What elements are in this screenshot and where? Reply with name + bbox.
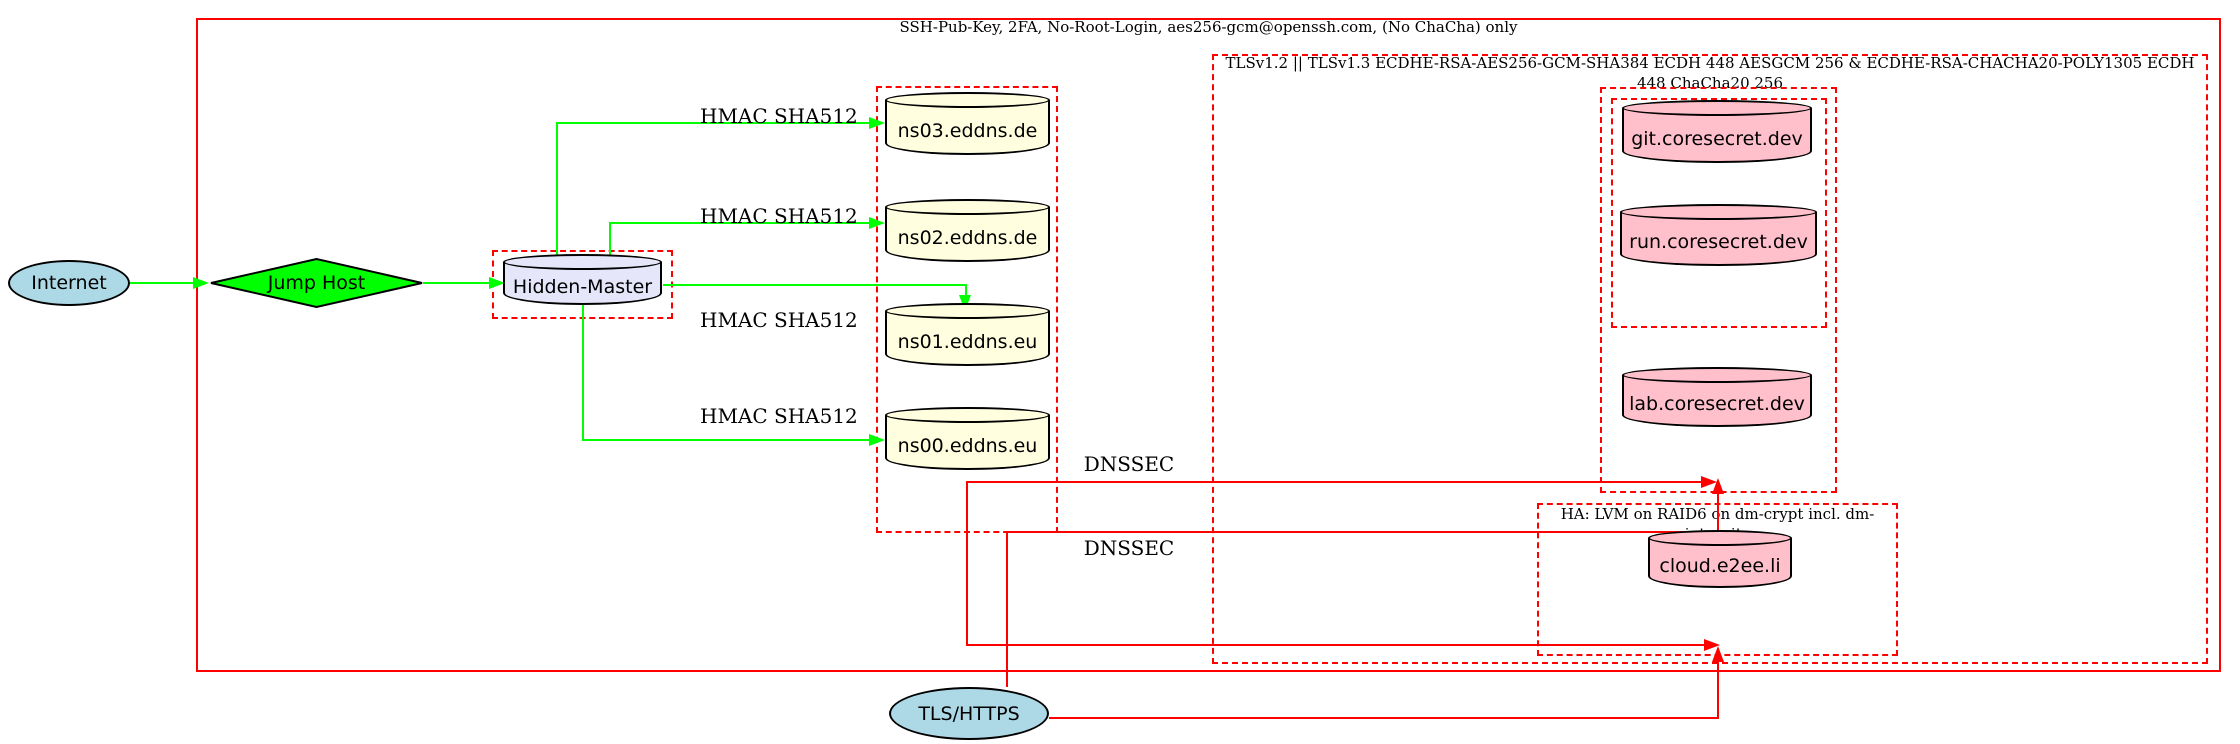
cluster-ssh-label: SSH-Pub-Key, 2FA, No-Root-Login, aes256-… bbox=[899, 18, 1518, 36]
cluster-ssh: SSH-Pub-Key, 2FA, No-Root-Login, aes256-… bbox=[196, 18, 2221, 672]
edge-label-hmac-ns01: HMAC SHA512 bbox=[700, 308, 858, 332]
edge-tls-lab-v1 bbox=[1006, 532, 1008, 687]
node-git: git.coresecret.dev bbox=[1622, 100, 1812, 163]
edge-hiddenmaster-ns02-h bbox=[609, 222, 870, 224]
node-ns00: ns00.eddns.eu bbox=[885, 407, 1050, 470]
edge-label-dnssec-top: DNSSEC bbox=[1083, 452, 1175, 476]
node-tls-https: TLS/HTTPS bbox=[889, 687, 1049, 740]
node-run: run.coresecret.dev bbox=[1620, 204, 1817, 266]
cluster-tls: TLSv1.2 || TLSv1.3 ECDHE-RSA-AES256-GCM-… bbox=[1212, 54, 2208, 664]
edge-hiddenmaster-ns01-h bbox=[663, 284, 967, 286]
node-ns02-label: ns02.eddns.de bbox=[897, 226, 1038, 249]
arrowhead-ns03 bbox=[869, 117, 885, 129]
node-cloud: cloud.e2ee.li bbox=[1648, 530, 1792, 588]
edge-dnssec-lab-h bbox=[966, 481, 1702, 483]
arrowhead-internet-jumphost bbox=[193, 277, 209, 289]
diamond-shape bbox=[210, 258, 423, 308]
edge-label-dnssec-bottom: DNSSEC bbox=[1083, 536, 1175, 560]
node-hidden-master: Hidden-Master bbox=[503, 254, 662, 305]
node-internet: Internet bbox=[8, 260, 130, 306]
edge-hiddenmaster-ns01-v bbox=[965, 284, 967, 296]
edge-tls-ha-v bbox=[1717, 662, 1719, 719]
node-git-label: git.coresecret.dev bbox=[1631, 127, 1803, 150]
edge-label-hmac-ns02: HMAC SHA512 bbox=[700, 204, 858, 228]
node-ns00-label: ns00.eddns.eu bbox=[897, 434, 1038, 457]
node-internet-label: Internet bbox=[31, 272, 107, 294]
node-run-label: run.coresecret.dev bbox=[1629, 231, 1808, 253]
arrowhead-ns02 bbox=[869, 217, 885, 229]
arrowhead-tls-lab bbox=[1712, 478, 1724, 494]
edge-hiddenmaster-ns00-v bbox=[582, 305, 584, 440]
edge-label-hmac-ns00: HMAC SHA512 bbox=[700, 404, 858, 428]
arrowhead-jumphost-hiddenmaster bbox=[489, 277, 505, 289]
arrowhead-tls-ha bbox=[1712, 646, 1724, 662]
edge-hiddenmaster-ns00-h bbox=[582, 439, 870, 441]
edge-internet-jumphost bbox=[130, 282, 194, 284]
node-jump-host: Jump Host bbox=[210, 258, 423, 308]
node-ns01: ns01.eddns.eu bbox=[885, 303, 1050, 366]
node-jump-host-label: Jump Host bbox=[267, 272, 366, 294]
edge-hiddenmaster-ns03-v bbox=[556, 122, 558, 262]
cluster-webservers-inner bbox=[1611, 98, 1827, 328]
node-ns02: ns02.eddns.de bbox=[885, 199, 1050, 262]
edge-jumphost-hiddenmaster bbox=[423, 282, 489, 284]
arrowhead-ns00 bbox=[869, 434, 885, 446]
edge-dnssec-ha-h bbox=[966, 644, 1705, 646]
node-lab: lab.coresecret.dev bbox=[1622, 367, 1812, 427]
edge-dnssec-ha-v bbox=[966, 481, 968, 645]
node-ns03-label: ns03.eddns.de bbox=[897, 119, 1038, 142]
edge-tls-ha-h bbox=[1049, 717, 1719, 719]
node-hidden-master-label: Hidden-Master bbox=[512, 275, 653, 298]
node-cloud-label: cloud.e2ee.li bbox=[1659, 555, 1781, 577]
node-lab-label: lab.coresecret.dev bbox=[1629, 393, 1805, 415]
edge-hiddenmaster-ns03-h bbox=[556, 122, 870, 124]
edge-label-hmac-ns03: HMAC SHA512 bbox=[700, 104, 858, 128]
node-ns01-label: ns01.eddns.eu bbox=[897, 330, 1038, 353]
edge-hiddenmaster-ns02-v bbox=[609, 222, 611, 262]
node-tls-https-label: TLS/HTTPS bbox=[918, 702, 1020, 725]
edge-tls-lab-v2 bbox=[1717, 494, 1719, 533]
edge-tls-lab-h bbox=[1006, 531, 1719, 533]
node-ns03: ns03.eddns.de bbox=[885, 92, 1050, 155]
